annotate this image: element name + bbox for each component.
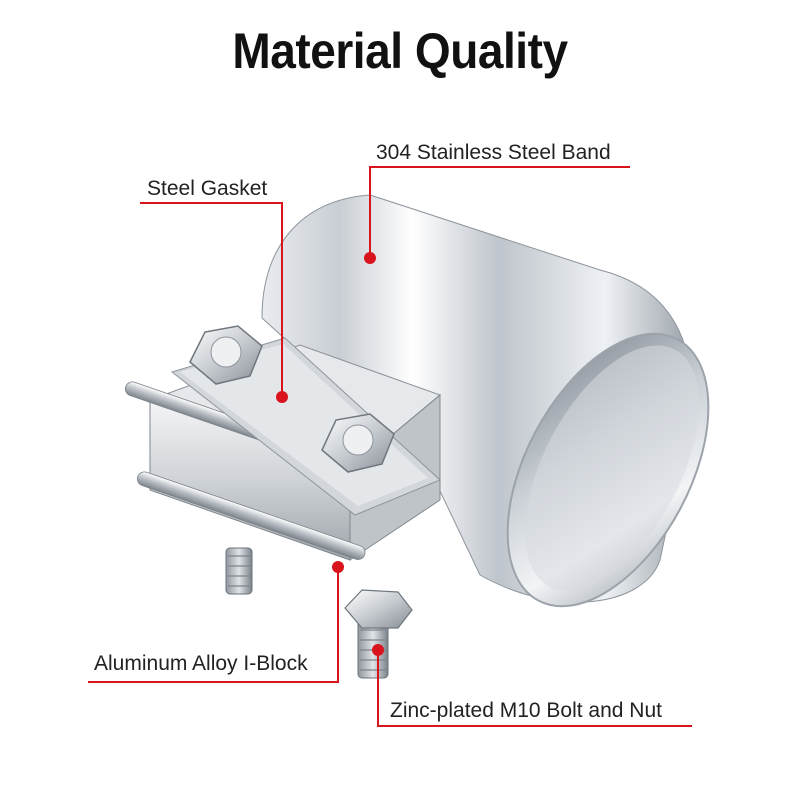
bolt-leader [377,650,692,727]
block-leader [88,567,339,683]
gasket-leader [140,202,283,397]
callout-bolt: Zinc-plated M10 Bolt and Nut [390,699,662,722]
hex-bolt-right [321,413,395,473]
steel-band [261,194,710,608]
callout-gasket: Steel Gasket [147,177,268,200]
callout-block: Aluminum Alloy I-Block [94,652,308,675]
callout-lines [88,166,692,727]
callout-band: 304 Stainless Steel Band [376,141,611,164]
band-leader [369,166,630,258]
hex-bolt-left [189,325,263,385]
page-title: Material Quality [232,23,568,79]
block-dot [332,561,344,573]
gasket-dot [276,391,288,403]
band-dot [364,252,376,264]
bolt-dot [372,644,384,656]
